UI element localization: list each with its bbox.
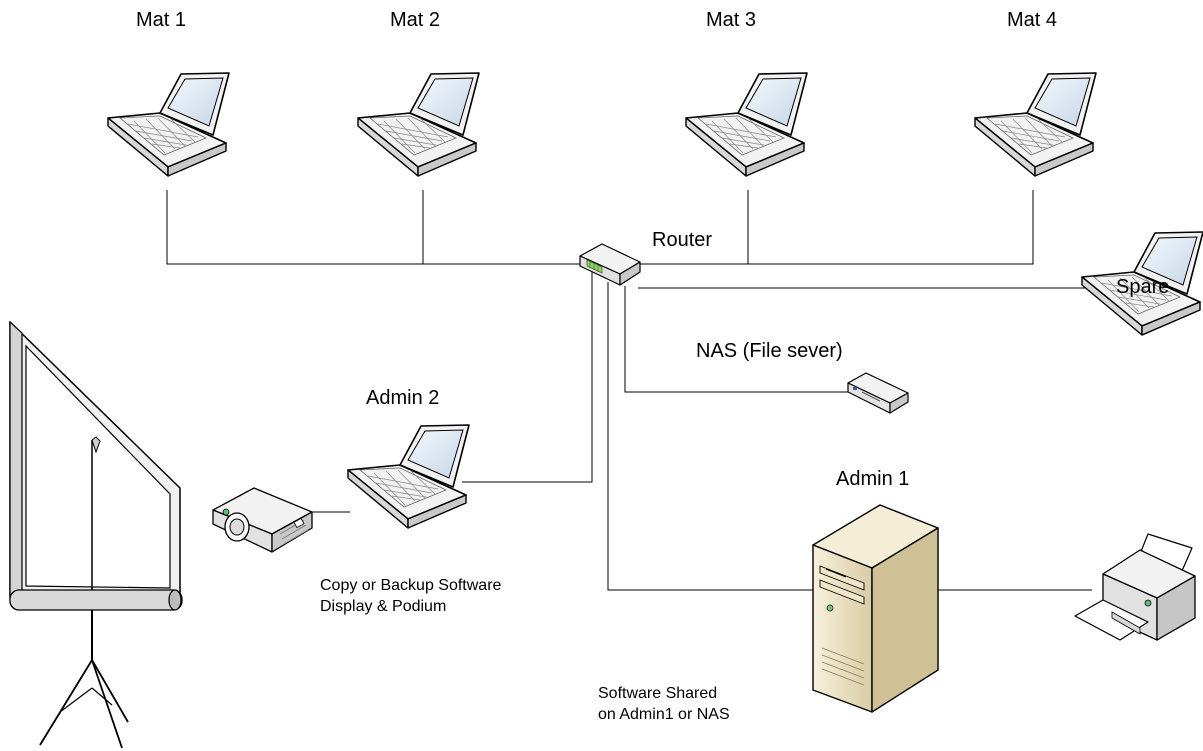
- link-admin2: [462, 272, 593, 483]
- projection-screen-icon: [9, 320, 183, 749]
- laptop-icon: [347, 424, 470, 529]
- note-shared-line1: Software Shared: [598, 685, 718, 702]
- note-shared-line2: on Admin1 or NAS: [598, 706, 730, 723]
- laptop-icon: [685, 72, 808, 177]
- label-admin2: Admin 2: [366, 387, 440, 409]
- laptop-icon: [357, 72, 480, 177]
- link-mat3: [640, 190, 749, 265]
- laptop-icon: [974, 72, 1097, 177]
- note-admin2-line2: Display & Podium: [320, 598, 447, 615]
- connection-lines: [166, 190, 1110, 591]
- router-icon: [579, 243, 641, 286]
- label-nas: NAS (File sever): [696, 340, 843, 362]
- note-admin2-line1: Copy or Backup Software: [320, 577, 502, 594]
- label-mat1: Mat 1: [136, 9, 187, 31]
- link-nas: [624, 286, 848, 393]
- label-admin1: Admin 1: [836, 468, 910, 490]
- note-admin2: Copy or Backup Software Display & Podium: [320, 575, 501, 617]
- label-router: Router: [652, 229, 713, 251]
- link-shared: [607, 282, 830, 591]
- label-spare: Spare: [1116, 276, 1170, 298]
- nas-icon: [847, 372, 909, 414]
- printer-icon: [1074, 533, 1196, 641]
- laptop-icon: [107, 72, 230, 177]
- label-mat3: Mat 3: [706, 9, 757, 31]
- server-tower-icon: [812, 504, 939, 713]
- link-mat4: [748, 190, 1034, 265]
- link-mat1: [166, 190, 580, 265]
- note-shared: Software Shared on Admin1 or NAS: [598, 683, 730, 725]
- projector-icon: [212, 487, 313, 553]
- label-mat2: Mat 2: [390, 9, 441, 31]
- label-mat4: Mat 4: [1007, 9, 1058, 31]
